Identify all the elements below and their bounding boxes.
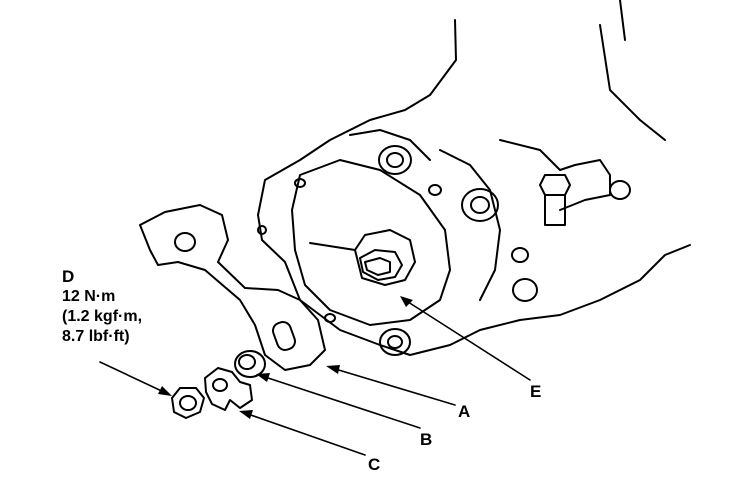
label-b: B bbox=[420, 430, 433, 449]
leader-lines bbox=[99, 299, 531, 456]
torque-spec-line-2: (1.2 kgf·m, bbox=[62, 308, 143, 325]
torque-spec-line-1: 12 N·m bbox=[62, 288, 116, 305]
label-d: D bbox=[62, 267, 75, 286]
nut-part-d bbox=[171, 387, 205, 419]
label-c: C bbox=[368, 455, 381, 474]
torque-spec-line-3: 8.7 lbf·ft) bbox=[62, 328, 130, 345]
lock-washer-part-c bbox=[204, 367, 253, 411]
label-e: E bbox=[530, 382, 542, 401]
label-a: A bbox=[458, 402, 471, 421]
arrowheads bbox=[158, 296, 413, 419]
control-lever-part-a bbox=[139, 204, 326, 371]
transmission-housing bbox=[257, 0, 691, 356]
washer-part-b bbox=[234, 350, 266, 378]
